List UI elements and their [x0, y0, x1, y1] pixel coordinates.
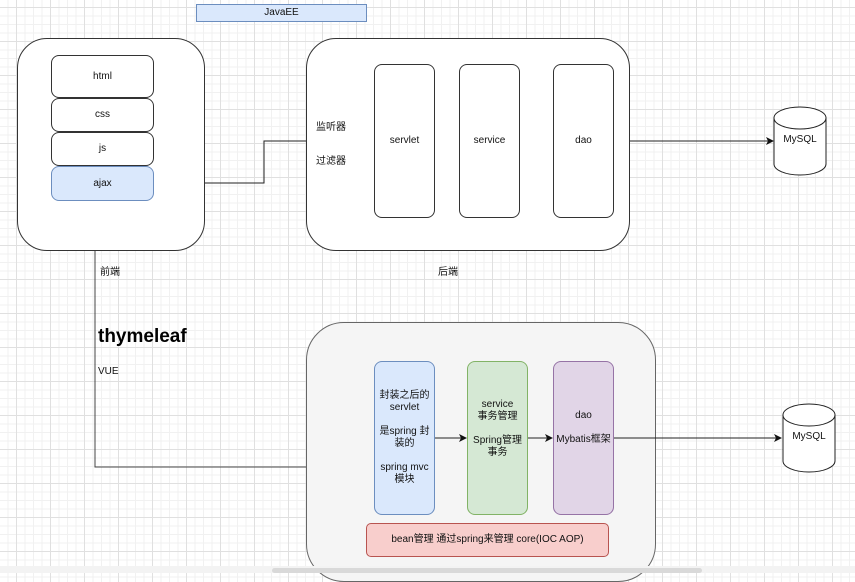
- javaee-title-label: JavaEE: [264, 7, 299, 18]
- backend-item-label: service: [473, 135, 506, 146]
- frontend-item-html[interactable]: html: [51, 55, 154, 98]
- frontend-item-js[interactable]: js: [51, 132, 154, 166]
- backend-item-servlet[interactable]: servlet: [374, 64, 435, 218]
- backend-item-dao[interactable]: dao: [553, 64, 614, 218]
- backend-item-label: dao: [575, 135, 592, 146]
- spring-item-service[interactable]: service 事务管理 Spring管理 事务: [467, 361, 528, 515]
- frontend-caption: 前端: [100, 267, 120, 278]
- listener-label: 监听器: [316, 122, 346, 133]
- spring-item-label: service 事务管理 Spring管理 事务: [473, 399, 522, 458]
- backend-item-label: servlet: [389, 135, 420, 146]
- backend-item-service[interactable]: service: [459, 64, 520, 218]
- mysql-label: MySQL: [783, 134, 817, 145]
- frontend-item-label: html: [93, 70, 112, 82]
- frontend-item-label: js: [98, 143, 107, 154]
- frontend-item-label: css: [95, 109, 110, 120]
- frontend-item-label: ajax: [93, 177, 112, 189]
- thymeleaf-heading: thymeleaf: [98, 326, 187, 347]
- horizontal-scrollbar-thumb[interactable]: [272, 568, 702, 573]
- spring-core-box[interactable]: bean管理 通过spring来管理 core(IOC AOP): [366, 523, 609, 557]
- spring-item-label: dao Mybatis框架: [556, 410, 611, 445]
- spring-item-label: 封装之后的 servlet 是spring 封 装的 spring mvc 模块: [379, 390, 430, 485]
- vue-label: VUE: [98, 366, 119, 377]
- database-cylinder-icon: [773, 106, 827, 176]
- mysql-database-top[interactable]: MySQL: [773, 106, 827, 176]
- filter-label: 过滤器: [316, 156, 346, 167]
- backend-caption: 后端: [438, 267, 458, 278]
- spring-item-mvc[interactable]: 封装之后的 servlet 是spring 封 装的 spring mvc 模块: [374, 361, 435, 515]
- spring-core-label: bean管理 通过spring来管理 core(IOC AOP): [391, 534, 584, 545]
- frontend-item-ajax[interactable]: ajax: [51, 166, 154, 201]
- mysql-database-bottom[interactable]: MySQL: [782, 403, 836, 473]
- javaee-title-box: JavaEE: [196, 4, 367, 22]
- mysql-label: MySQL: [792, 431, 826, 442]
- database-cylinder-icon: [782, 403, 836, 473]
- spring-item-dao[interactable]: dao Mybatis框架: [553, 361, 614, 515]
- frontend-item-css[interactable]: css: [51, 98, 154, 132]
